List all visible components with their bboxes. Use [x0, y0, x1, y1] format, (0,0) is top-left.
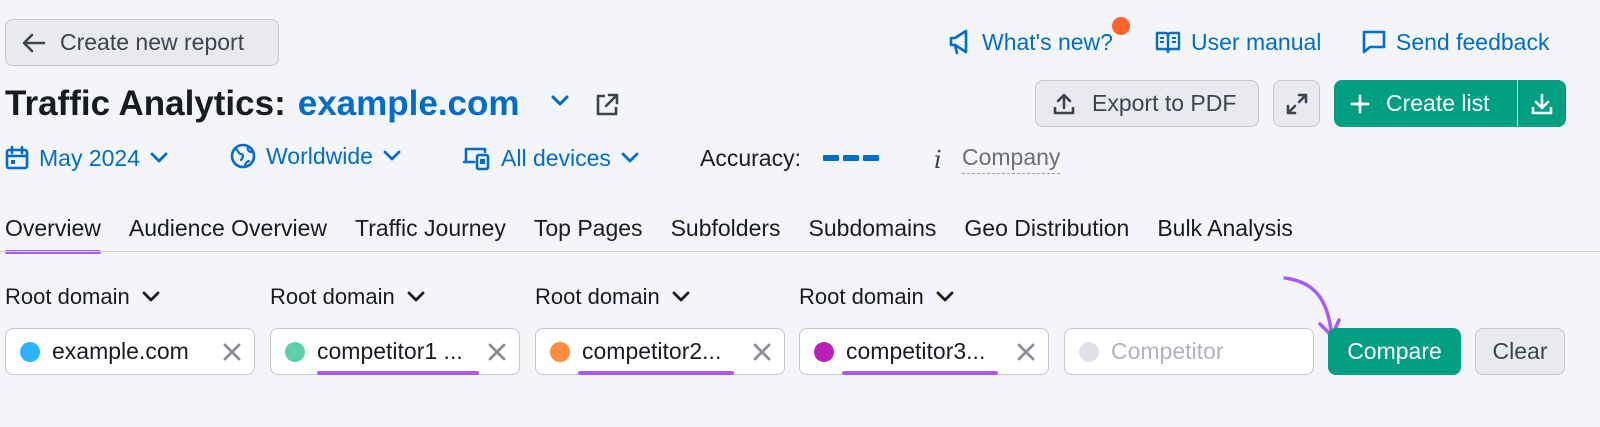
competitor-placeholder: Competitor: [1111, 338, 1224, 364]
highlight-underline: [578, 371, 734, 375]
accuracy-bar: [823, 155, 839, 161]
close-icon[interactable]: [487, 342, 507, 362]
root-domain-select-3[interactable]: Root domain: [535, 282, 690, 312]
upload-icon: [1052, 92, 1076, 116]
tab-subfolders[interactable]: Subfolders: [670, 215, 781, 241]
user-manual-link[interactable]: User manual: [1155, 26, 1321, 58]
plus-icon: [1350, 94, 1370, 114]
root-domain-label: Root domain: [535, 284, 660, 309]
accuracy-bar: [863, 155, 879, 161]
close-icon[interactable]: [752, 342, 772, 362]
info-icon: i: [934, 146, 942, 174]
compare-button[interactable]: Compare: [1328, 328, 1461, 375]
expand-icon: [1285, 92, 1309, 116]
devices-filter[interactable]: All devices: [463, 142, 639, 174]
tab-top-pages[interactable]: Top Pages: [533, 215, 643, 241]
create-list-button-group: Create list: [1334, 80, 1566, 127]
button-divider: [1517, 80, 1518, 127]
export-to-pdf-label: Export to PDF: [1092, 90, 1237, 116]
create-list-button[interactable]: Create list: [1334, 80, 1517, 127]
domain-input-value: competitor1 ...: [317, 338, 463, 364]
megaphone-icon: [948, 29, 972, 55]
root-domain-select-1[interactable]: Root domain: [5, 282, 160, 312]
tab-overview[interactable]: Overview: [5, 208, 101, 254]
export-to-pdf-button[interactable]: Export to PDF: [1035, 80, 1259, 127]
accuracy-label: Accuracy:: [700, 144, 801, 171]
company-link[interactable]: Company: [962, 142, 1061, 174]
external-link-icon[interactable]: [594, 92, 620, 118]
tab-audience-overview[interactable]: Audience Overview: [128, 215, 328, 241]
accuracy-indicator: [823, 155, 879, 161]
download-button[interactable]: [1518, 80, 1566, 127]
fullscreen-button[interactable]: [1273, 80, 1320, 127]
domain-color-dot: [814, 341, 834, 362]
chat-bubble-icon: [1362, 30, 1386, 54]
chevron-down-icon: [672, 291, 690, 303]
page-title: Traffic Analytics: example.com: [5, 82, 520, 126]
download-icon: [1530, 92, 1554, 116]
root-domain-label: Root domain: [799, 284, 924, 309]
calendar-icon: [5, 145, 29, 171]
page-title-domain[interactable]: example.com: [297, 84, 520, 123]
root-domain-label: Root domain: [270, 284, 395, 309]
send-feedback-link[interactable]: Send feedback: [1362, 26, 1549, 58]
domain-input-value: example.com: [52, 338, 189, 364]
chevron-down-icon: [621, 152, 639, 164]
domain-color-dot: [285, 341, 305, 362]
clear-button[interactable]: Clear: [1475, 328, 1565, 375]
domain-input-1[interactable]: example.com: [5, 328, 255, 375]
domain-input-value: competitor3...: [846, 338, 986, 364]
chevron-down-icon: [936, 291, 954, 303]
tab-traffic-journey[interactable]: Traffic Journey: [355, 215, 506, 241]
whats-new-label: What's new?: [982, 28, 1113, 55]
date-filter-label: May 2024: [39, 144, 141, 171]
send-feedback-label: Send feedback: [1396, 28, 1550, 55]
arrow-left-icon: [22, 33, 46, 53]
domain-color-dot: [20, 341, 40, 362]
domain-color-dot: [550, 341, 570, 362]
tab-subdomains[interactable]: Subdomains: [808, 215, 937, 241]
highlight-underline: [842, 371, 998, 375]
domain-input-2[interactable]: competitor1 ...: [270, 328, 520, 375]
tab-geo-distribution[interactable]: Geo Distribution: [964, 215, 1130, 241]
book-icon: [1155, 30, 1181, 54]
domain-color-dot: [1079, 341, 1099, 362]
domain-input-value: competitor2...: [582, 338, 722, 364]
page-title-prefix: Traffic Analytics:: [5, 84, 286, 123]
root-domain-label: Root domain: [5, 284, 130, 309]
tab-bulk-analysis[interactable]: Bulk Analysis: [1157, 215, 1293, 241]
whats-new-link[interactable]: What's new?: [948, 26, 1113, 58]
region-filter[interactable]: Worldwide: [230, 140, 401, 172]
report-tabs: Overview Audience Overview Traffic Journ…: [5, 208, 1321, 254]
create-new-report-button[interactable]: Create new report: [5, 19, 279, 66]
domain-input-3[interactable]: competitor2...: [535, 328, 785, 375]
devices-icon: [463, 145, 491, 171]
accuracy-bar: [843, 155, 859, 161]
create-list-label: Create list: [1386, 90, 1490, 116]
region-filter-label: Worldwide: [266, 142, 373, 169]
notification-dot: [1112, 17, 1130, 35]
chevron-down-icon: [383, 150, 401, 162]
chevron-down-icon: [407, 291, 425, 303]
create-new-report-label: Create new report: [60, 29, 245, 55]
user-manual-label: User manual: [1191, 28, 1322, 55]
root-domain-select-4[interactable]: Root domain: [799, 282, 954, 312]
competitor-input[interactable]: Competitor: [1064, 328, 1314, 375]
tabs-divider: [0, 251, 1600, 252]
chevron-down-icon: [142, 291, 160, 303]
chevron-down-icon: [150, 152, 168, 164]
globe-icon: [230, 143, 256, 169]
chevron-down-icon[interactable]: [550, 94, 570, 108]
root-domain-select-2[interactable]: Root domain: [270, 282, 425, 312]
highlight-underline: [317, 371, 479, 375]
close-icon[interactable]: [222, 342, 242, 362]
date-filter[interactable]: May 2024: [5, 142, 168, 174]
close-icon[interactable]: [1016, 342, 1036, 362]
devices-filter-label: All devices: [501, 144, 611, 171]
domain-input-4[interactable]: competitor3...: [799, 328, 1049, 375]
